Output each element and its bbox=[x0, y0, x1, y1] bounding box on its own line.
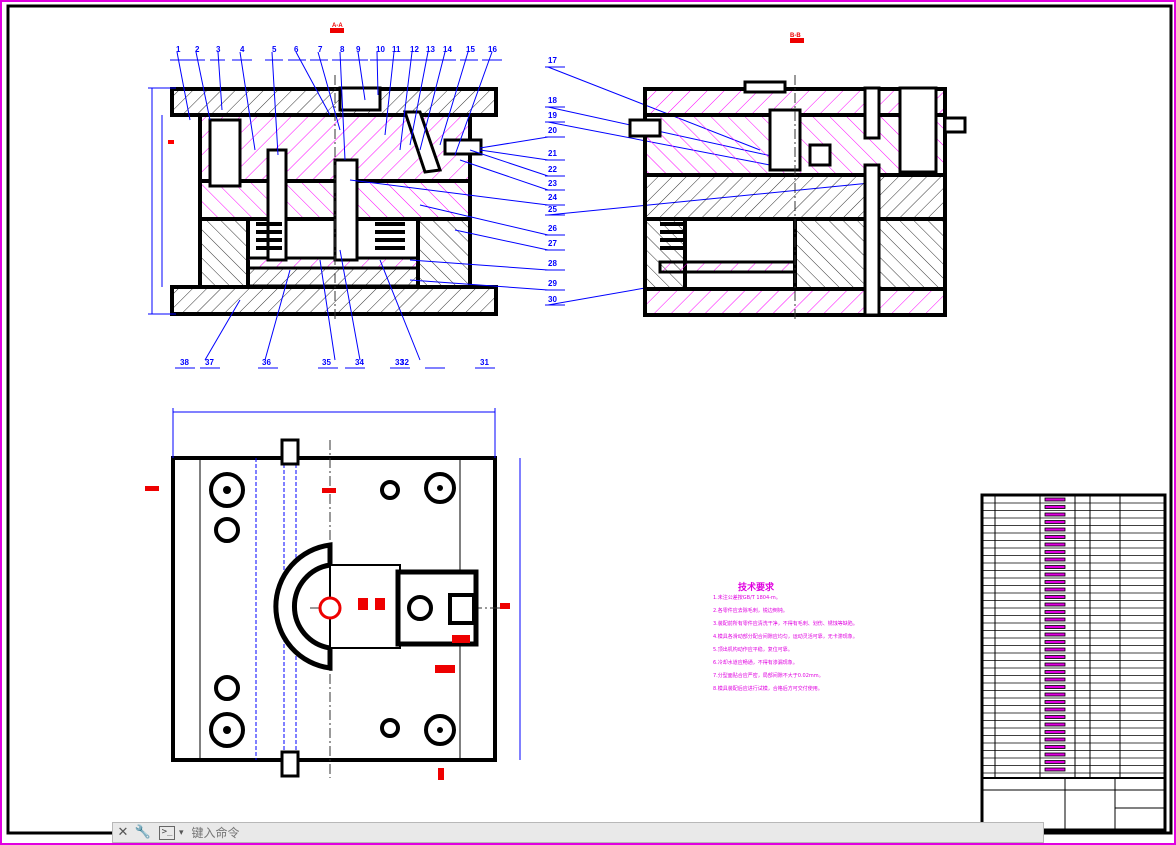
tech-requirement-line: 4.模具各滑动部分配合间隙应均匀，运动灵活可靠，无卡滞现象。 bbox=[713, 634, 858, 640]
part-label: 33 bbox=[395, 358, 404, 367]
part-label: 1 bbox=[176, 45, 181, 54]
tech-requirement-line: 7.分型面贴合应严密，局部间隙不大于0.02mm。 bbox=[713, 673, 824, 679]
close-icon[interactable]: ✕ bbox=[117, 825, 129, 840]
command-prompt-icon[interactable]: >_ bbox=[159, 825, 175, 840]
tech-requirement-line: 6.冷却水道应畅通，不得有渗漏现象。 bbox=[713, 660, 798, 666]
part-label: 15 bbox=[466, 45, 475, 54]
tech-requirement-line: 3.装配前所有零件应清洗干净，不得有毛刺、划伤、锈蚀等缺陷。 bbox=[713, 621, 858, 627]
command-input[interactable] bbox=[187, 825, 1043, 840]
command-line-bar: ✕ 🔧 >_ ▾ bbox=[112, 822, 1044, 843]
section-mark-label: A-A bbox=[332, 23, 343, 29]
part-label: 27 bbox=[548, 239, 557, 248]
part-label: 29 bbox=[548, 279, 557, 288]
parts-list-rows bbox=[982, 497, 1165, 774]
part-label: 37 bbox=[205, 358, 214, 367]
part-label: 32 bbox=[400, 358, 409, 367]
part-label: 9 bbox=[356, 45, 361, 54]
part-label: 3 bbox=[216, 45, 221, 54]
title-block bbox=[980, 493, 1167, 832]
plan-view bbox=[145, 408, 521, 780]
section-view-b-b bbox=[628, 75, 967, 320]
tech-requirement-line: 8.模具装配后应进行试模，合格后方可交付使用。 bbox=[713, 686, 823, 692]
part-label: 8 bbox=[340, 45, 345, 54]
part-label: 12 bbox=[410, 45, 419, 54]
chevron-down-icon[interactable]: ▾ bbox=[179, 827, 184, 838]
part-label: 5 bbox=[272, 45, 277, 54]
part-label: 16 bbox=[488, 45, 497, 54]
tech-requirements-title: 技术要求 bbox=[738, 583, 775, 593]
section-mark-a-a-top bbox=[330, 28, 344, 33]
part-label: 21 bbox=[548, 149, 557, 158]
part-label: 22 bbox=[548, 165, 557, 174]
section-mark-label: B-B bbox=[790, 33, 801, 39]
part-label: 28 bbox=[548, 259, 557, 268]
section-mark-b-b-top bbox=[790, 38, 804, 43]
part-label: 34 bbox=[355, 358, 364, 367]
part-label: 18 bbox=[548, 96, 557, 105]
part-label: 13 bbox=[426, 45, 435, 54]
part-label: 14 bbox=[443, 45, 452, 54]
part-label: 17 bbox=[548, 56, 557, 65]
tech-requirement-line: 5.顶出机构动作应平稳，复位可靠。 bbox=[713, 647, 793, 653]
part-label: 7 bbox=[318, 45, 323, 54]
part-label: 26 bbox=[548, 224, 557, 233]
part-label: 10 bbox=[376, 45, 385, 54]
part-label: 36 bbox=[262, 358, 271, 367]
part-label: 20 bbox=[548, 126, 557, 135]
tech-requirement-line: 1.未注公差按GB/T 1804-m。 bbox=[713, 595, 781, 601]
part-label: 19 bbox=[548, 111, 557, 120]
part-label: 25 bbox=[548, 205, 557, 214]
part-label: 4 bbox=[240, 45, 245, 54]
tech-requirement-line: 2.各零件应去除毛刺，锐边倒钝。 bbox=[713, 608, 788, 614]
part-label: 6 bbox=[294, 45, 299, 54]
settings-icon[interactable]: 🔧 bbox=[134, 825, 152, 840]
part-label: 24 bbox=[548, 193, 557, 202]
part-label: 35 bbox=[322, 358, 331, 367]
part-label: 11 bbox=[392, 45, 401, 54]
section-view-a-a bbox=[148, 75, 498, 320]
leader-label-underlines bbox=[170, 59, 565, 369]
part-label: 2 bbox=[195, 45, 200, 54]
part-label: 23 bbox=[548, 179, 557, 188]
part-label: 31 bbox=[480, 358, 489, 367]
part-label: 38 bbox=[180, 358, 189, 367]
part-label: 30 bbox=[548, 295, 557, 304]
